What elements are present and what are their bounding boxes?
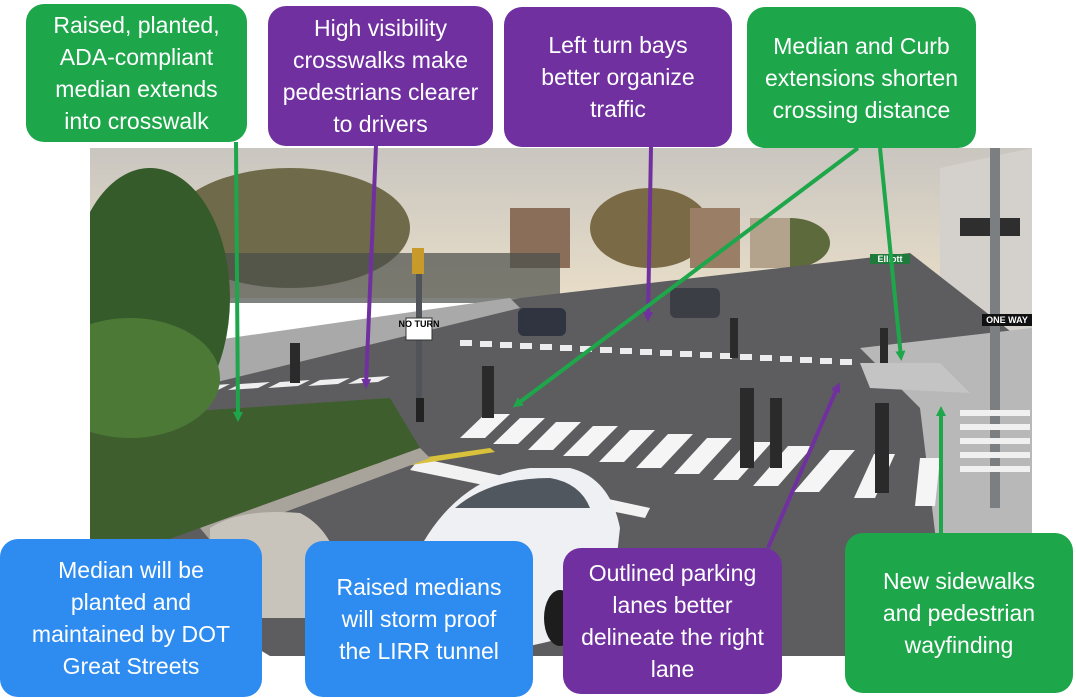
- callout-left-turn-text: Left turn bays better organize traffic: [541, 32, 695, 122]
- no-turn-sign-text: NO TURN: [399, 319, 440, 329]
- callout-curb-extensions: Median and Curb extensions shorten cross…: [747, 7, 976, 148]
- callout-median-crosswalk-text: Raised, planted, ADA-compliant median ex…: [53, 12, 220, 134]
- fence: [180, 253, 560, 303]
- crosswalk-right: [960, 410, 1030, 472]
- curb-extension: [860, 363, 970, 393]
- callout-median-planted-text: Median will be planted and maintained by…: [31, 557, 231, 679]
- building: [750, 218, 790, 268]
- callout-high-visibility: High visibility crosswalks make pedestri…: [268, 6, 493, 146]
- street-name-sign-text: Elliott: [878, 254, 903, 264]
- callout-median-crosswalk: Raised, planted, ADA-compliant median ex…: [26, 4, 247, 142]
- bollard: [416, 398, 424, 422]
- callout-high-visibility-text: High visibility crosswalks make pedestri…: [282, 15, 479, 137]
- tree-canopy: [90, 318, 220, 438]
- callout-parking-lanes: Outlined parking lanes better delineate …: [563, 548, 782, 694]
- callout-raised-medians-text: Raised medians will storm proof the LIRR…: [336, 574, 502, 664]
- callout-sidewalks: New sidewalks and pedestrian wayfinding: [845, 533, 1073, 693]
- callout-raised-medians: Raised medians will storm proof the LIRR…: [305, 541, 533, 697]
- one-way-sign: [982, 314, 1032, 326]
- no-turn-sign: [405, 317, 433, 341]
- callout-parking-lanes-text: Outlined parking lanes better delineate …: [581, 560, 764, 682]
- one-way-sign-text: ONE WAY: [986, 315, 1028, 325]
- callout-median-planted: Median will be planted and maintained by…: [0, 539, 262, 697]
- light-pole: [990, 148, 1000, 508]
- callout-curb-extensions-text: Median and Curb extensions shorten cross…: [764, 32, 959, 123]
- callout-sidewalks-text: New sidewalks and pedestrian wayfinding: [882, 568, 1036, 658]
- traffic-signal: [412, 248, 424, 274]
- building: [690, 208, 740, 268]
- planted-median: [90, 398, 420, 568]
- callout-left-turn: Left turn bays better organize traffic: [504, 7, 732, 147]
